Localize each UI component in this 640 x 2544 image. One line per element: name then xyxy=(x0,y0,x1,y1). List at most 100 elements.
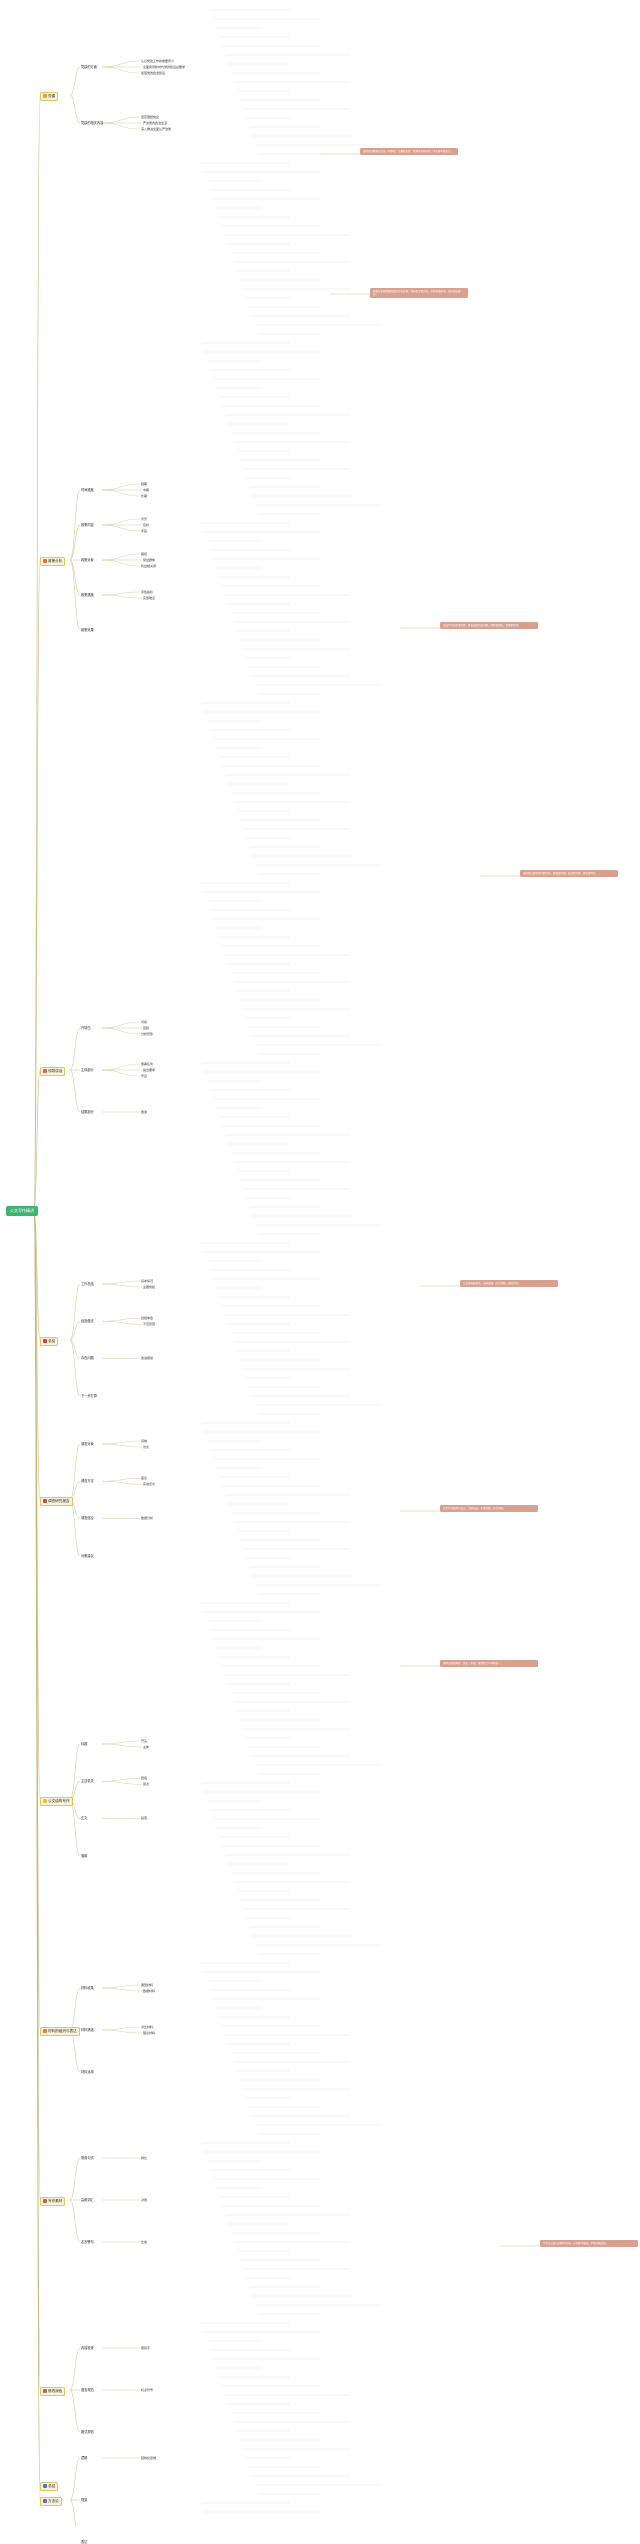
branch-0-child-0[interactable]: 党建的方面 xyxy=(81,64,97,69)
branch-0-leaf-2[interactable]: 加强党的政治建设 xyxy=(141,70,166,75)
branch-1-leaf-0[interactable]: 短期 xyxy=(141,481,148,486)
branch-3-leaf-1[interactable]: 主要成绩 xyxy=(143,1284,156,1289)
branch-8-child-2[interactable]: 格式规范 xyxy=(81,2429,94,2434)
branch-9[interactable]: 总结 xyxy=(40,2482,59,2491)
branch-6-child-2[interactable]: 材料运用 xyxy=(81,2069,94,2074)
branch-1-leaf-7[interactable]: 受益群体 xyxy=(143,557,156,562)
branch-10-child-1[interactable]: 框架 xyxy=(81,2497,88,2502)
branch-7-child-2[interactable]: 名言警句 xyxy=(81,2239,94,2244)
connector-line xyxy=(69,1339,81,1397)
branch-1-leaf-9[interactable]: 评估指标 xyxy=(141,589,154,594)
connector-line xyxy=(101,1440,141,1445)
branch-8-leaf-0[interactable]: 错别字 xyxy=(141,2345,151,2350)
branch-2[interactable]: 领导讲话 xyxy=(40,1067,66,1076)
branch-0-leaf-3[interactable]: 坚定理想信念 xyxy=(141,114,160,119)
branch-4-child-2[interactable]: 调查结论 xyxy=(81,1516,94,1521)
branch-7[interactable]: 写作素材 xyxy=(40,2197,66,2206)
branch-1-child-4[interactable]: 政策效果 xyxy=(81,627,94,632)
branch-4-leaf-2[interactable]: 座谈 xyxy=(141,1475,148,1480)
branch-5-child-1[interactable]: 主送机关 xyxy=(81,1778,94,1783)
branch-2-child-0[interactable]: 开场白 xyxy=(81,1025,91,1030)
branch-6-child-1[interactable]: 材料筛选 xyxy=(81,2027,94,2032)
branch-6-leaf-1[interactable]: 数据材料 xyxy=(143,1988,156,1993)
branch-5-leaf-1[interactable]: 主体 xyxy=(143,1744,150,1749)
branch-2-leaf-0[interactable]: 问候 xyxy=(141,1019,148,1024)
branch-1-child-3[interactable]: 政策措施 xyxy=(81,592,94,597)
branch-1-leaf-5[interactable]: 手段 xyxy=(141,528,148,533)
branch-4-leaf-3[interactable]: 实地走访 xyxy=(143,1481,156,1486)
branch-0-leaf-4[interactable]: 严肃党内政治生活 xyxy=(143,120,168,125)
branch-6-child-0[interactable]: 材料收集 xyxy=(81,1985,94,1990)
branch-2-leaf-1[interactable]: 回顾 xyxy=(143,1025,150,1030)
branch-3-leaf-2[interactable]: 经验体会 xyxy=(141,1315,154,1320)
branch-0-child-1[interactable]: 党建的相关内容 xyxy=(81,120,104,125)
branch-7-leaf-1[interactable]: 对偶 xyxy=(141,2197,148,2202)
branch-1-child-1[interactable]: 政策内容 xyxy=(81,522,94,527)
branch-1-leaf-8[interactable]: 利益相关者 xyxy=(141,563,157,568)
branch-5[interactable]: 公文结构写作 xyxy=(40,1797,73,1806)
branch-0[interactable]: 党建 xyxy=(40,92,59,101)
branch-6-leaf-0[interactable]: 典型材料 xyxy=(141,1982,154,1987)
branch-3-child-2[interactable]: 存在问题 xyxy=(81,1356,94,1361)
branch-2-leaf-5[interactable]: 号召 xyxy=(141,1073,148,1078)
branch-3-leaf-3[interactable]: 不足原因 xyxy=(143,1321,156,1326)
branch-5-child-0[interactable]: 标题 xyxy=(81,1741,88,1746)
branch-5-child-3[interactable]: 落款 xyxy=(81,1853,88,1858)
branch-2-leaf-4[interactable]: 提出要求 xyxy=(143,1067,156,1072)
branch-0-leaf-5[interactable]: 深入推进全面从严治党 xyxy=(141,126,172,131)
branch-6[interactable]: 材料的组织与表达 xyxy=(40,2027,80,2036)
branch-3-child-0[interactable]: 工作总结 xyxy=(81,1281,94,1286)
branch-8-child-1[interactable]: 语言规范 xyxy=(81,2387,94,2392)
branch-5-child-2[interactable]: 正文 xyxy=(81,1816,88,1821)
branch-5-leaf-3[interactable]: 层次 xyxy=(143,1781,150,1786)
branch-2-child-1[interactable]: 主体部分 xyxy=(81,1067,94,1072)
branch-4-child-3[interactable]: 对策建议 xyxy=(81,1553,94,1558)
branch-1-leaf-3[interactable]: 背景 xyxy=(141,516,148,521)
branch-1[interactable]: 政策分析 xyxy=(40,557,66,566)
branch-5-leaf-2[interactable]: 结尾 xyxy=(141,1775,148,1780)
branch-1-child-0[interactable]: 时间维度 xyxy=(81,487,94,492)
branch-4-child-0[interactable]: 调查对象 xyxy=(81,1441,94,1446)
branch-10[interactable]: 方法论 xyxy=(40,2497,62,2506)
branch-4[interactable]: 调查研究报告 xyxy=(40,1497,73,1506)
root-node[interactable]: 公文写作精讲 xyxy=(6,1206,38,1216)
branch-7-child-0[interactable]: 常用句式 xyxy=(81,2155,94,2160)
connector-line xyxy=(69,2199,81,2243)
branch-3-leaf-4[interactable]: 改进措施 xyxy=(141,1356,154,1361)
branch-0-leaf-0[interactable]: 认识党建工作的重要意义 xyxy=(141,58,175,63)
branch-7-leaf-0[interactable]: 排比 xyxy=(141,2155,148,2160)
branch-1-leaf-2[interactable]: 长期 xyxy=(141,493,148,498)
branch-5-leaf-4[interactable]: 段落 xyxy=(141,1816,148,1821)
branch-1-leaf-4[interactable]: 目标 xyxy=(143,522,150,527)
branch-10-leaf-0[interactable]: 结构化思维 xyxy=(141,2455,157,2460)
connector-line xyxy=(101,1318,141,1322)
branch-2-leaf-6[interactable]: 致谢 xyxy=(141,1109,148,1114)
branch-3-child-1[interactable]: 经验做法 xyxy=(81,1318,94,1323)
branch-1-leaf-1[interactable]: 中期 xyxy=(143,487,150,492)
branch-8-leaf-1[interactable]: 标点符号 xyxy=(141,2387,154,2392)
branch-1-leaf-10[interactable]: 实施难点 xyxy=(143,595,156,600)
branch-2-child-2[interactable]: 结尾部分 xyxy=(81,1109,94,1114)
branch-4-leaf-1[interactable]: 访谈 xyxy=(143,1444,150,1449)
branch-2-leaf-3[interactable]: 部署任务 xyxy=(141,1061,154,1066)
connector-line xyxy=(69,1321,81,1341)
branch-8[interactable]: 修改润色 xyxy=(40,2387,66,2396)
branch-5-leaf-0[interactable]: 开头 xyxy=(141,1738,148,1743)
branch-3-child-3[interactable]: 下一步打算 xyxy=(81,1393,97,1398)
branch-4-child-1[interactable]: 调查方法 xyxy=(81,1478,94,1483)
branch-10-child-2[interactable]: 表达 xyxy=(81,2539,88,2544)
branch-4-leaf-4[interactable]: 数据分析 xyxy=(141,1516,154,1521)
branch-1-leaf-6[interactable]: 路径 xyxy=(141,551,148,556)
branch-0-leaf-1[interactable]: 全面贯彻新时代党的建设总要求 xyxy=(143,64,186,69)
branch-10-child-0[interactable]: 逻辑 xyxy=(81,2455,88,2460)
branch-4-leaf-0[interactable]: 问卷 xyxy=(141,1438,148,1443)
branch-3[interactable]: 总结 xyxy=(40,1337,59,1346)
branch-2-leaf-2[interactable]: 分析形势 xyxy=(141,1031,154,1036)
branch-7-child-1[interactable]: 高频词汇 xyxy=(81,2197,94,2202)
branch-3-leaf-0[interactable]: 基本情况 xyxy=(141,1278,154,1283)
branch-6-leaf-3[interactable]: 理论材料 xyxy=(143,2030,156,2035)
branch-8-child-0[interactable]: 内容检查 xyxy=(81,2345,94,2350)
branch-6-leaf-2[interactable]: 对比材料 xyxy=(141,2024,154,2029)
branch-1-child-2[interactable]: 政策对象 xyxy=(81,557,94,562)
branch-7-leaf-2[interactable]: 比喻 xyxy=(141,2239,148,2244)
